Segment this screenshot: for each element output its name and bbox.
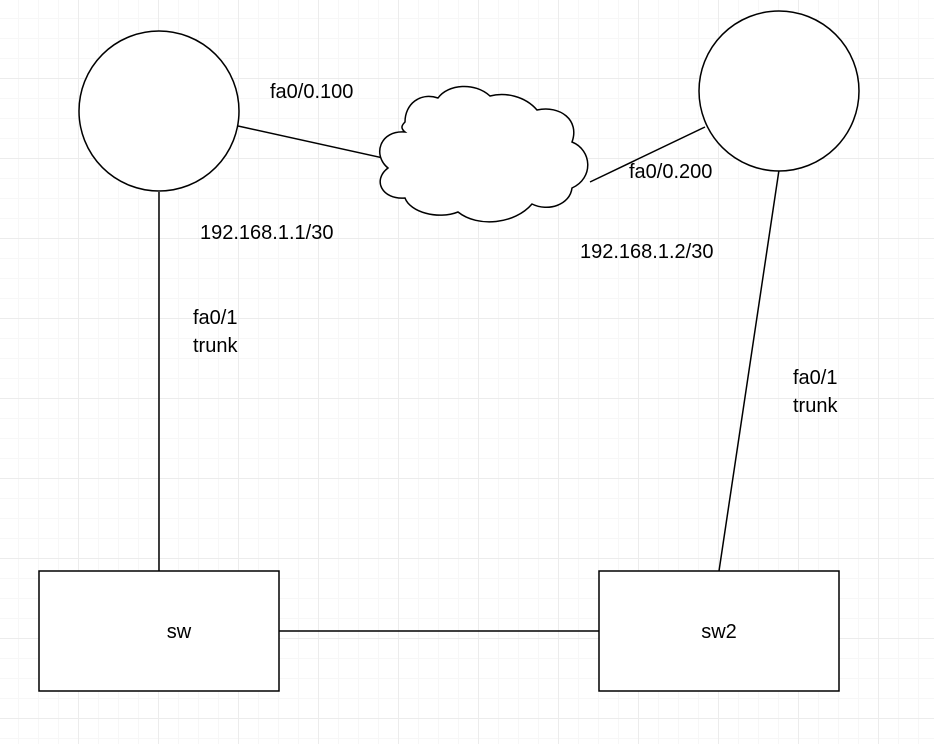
router2-ip-label: 192.168.1.2/30 (580, 241, 714, 263)
switch2-node[interactable] (598, 570, 840, 692)
switch1-label: sw (166, 621, 192, 643)
switch2-label: sw2 (701, 621, 737, 643)
router1-ip-label: 192.168.1.1/30 (200, 222, 334, 244)
cloud-node[interactable] (378, 85, 589, 223)
router1-node[interactable] (78, 30, 240, 192)
router2-trunk-port-label: fa0/1 (793, 367, 838, 389)
switch1-node[interactable] (38, 570, 280, 692)
router1-subinterface-label: fa0/0.100 (270, 81, 354, 103)
router2-subinterface-label: fa0/0.200 (629, 161, 713, 183)
router2-node[interactable] (698, 10, 860, 172)
link-router2-switch2 (718, 169, 780, 572)
link-cloud-router2 (589, 126, 706, 183)
router2-trunk-mode-label: trunk (793, 395, 838, 417)
router1-trunk-port-label: fa0/1 (193, 307, 238, 329)
link-router1-cloud (237, 125, 393, 161)
router1-trunk-mode-label: trunk (193, 335, 238, 357)
